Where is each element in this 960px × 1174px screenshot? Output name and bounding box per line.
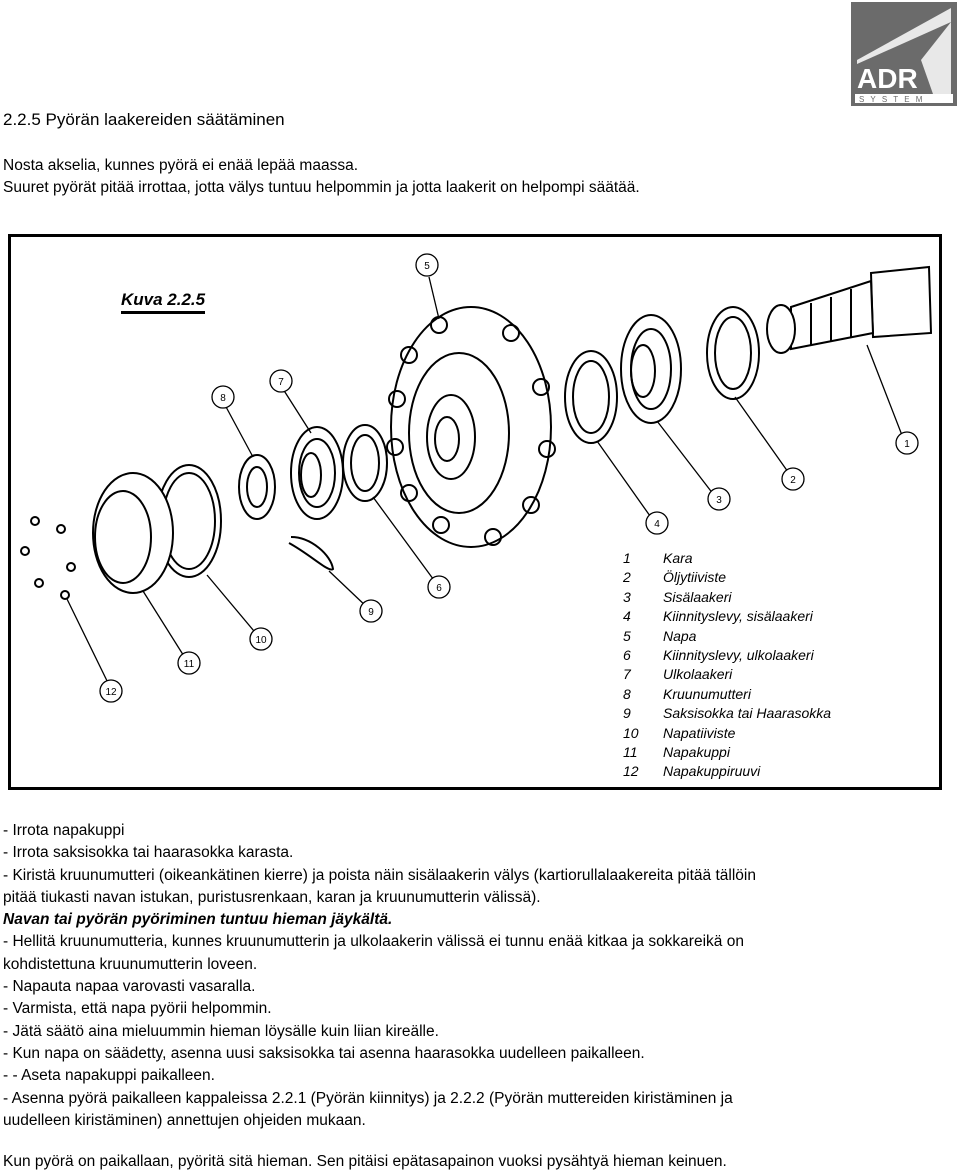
legend-num: 6 xyxy=(623,646,631,663)
callout-2: 2 xyxy=(790,475,796,486)
legend-num: 12 xyxy=(623,763,639,780)
legend-label: Napa xyxy=(663,627,697,644)
callout-5: 5 xyxy=(424,261,430,272)
legend-row: 3 Sisälaakeri xyxy=(623,588,831,607)
legend-row: 4 Kiinnityslevy, sisälaakeri xyxy=(623,607,831,626)
instruction-line: - Jätä säätö aina mieluummin hieman löys… xyxy=(3,1022,439,1040)
instruction-line: - - Aseta napakuppi paikalleen. xyxy=(3,1067,215,1085)
legend-label: Napakuppi xyxy=(663,743,730,760)
legend-row: 7 Ulkolaakeri xyxy=(623,665,831,684)
callout-4: 4 xyxy=(654,519,660,530)
legend-num: 3 xyxy=(623,588,631,605)
logo-text: ADR xyxy=(857,63,918,94)
instruction-line: - Irrota saksisokka tai haarasokka karas… xyxy=(3,844,294,862)
instruction-line: - Napauta napaa varovasti vasaralla. xyxy=(3,978,256,996)
legend-label: Kruunumutteri xyxy=(663,685,751,702)
legend-label: Kiinnityslevy, sisälaakeri xyxy=(663,608,813,625)
callout-3: 3 xyxy=(716,495,722,506)
legend-label: Sisälaakeri xyxy=(663,588,732,605)
legend-label: Napakuppiruuvi xyxy=(663,763,761,780)
legend-num: 5 xyxy=(623,627,631,644)
callout-12: 12 xyxy=(105,687,117,698)
legend-num: 10 xyxy=(623,724,639,741)
instruction-line: kohdistettuna kruunumutterin loveen. xyxy=(3,955,258,973)
intro-line-2: Suuret pyörät pitää irrottaa, jotta väly… xyxy=(3,179,640,196)
legend-num: 1 xyxy=(623,550,631,566)
callout-10: 10 xyxy=(255,635,267,646)
legend-label: Ulkolaakeri xyxy=(663,666,733,683)
instruction-line: pitää tiukasti navan istukan, puristusre… xyxy=(3,888,541,906)
footer-note: Kun pyörä on paikallaan, pyöritä sitä hi… xyxy=(3,1153,727,1170)
instruction-line: - Kiristä kruunumutteri (oikeankätinen k… xyxy=(3,866,756,884)
section-heading: 2.2.5 Pyörän laakereiden säätäminen xyxy=(3,110,285,129)
legend-row: 1 Kara xyxy=(623,549,831,568)
legend-num: 2 xyxy=(623,569,631,586)
instruction-line: - Kun napa on säädetty, asenna uusi saks… xyxy=(3,1044,645,1062)
legend-row: 5 Napa xyxy=(623,627,831,646)
legend-row: 10 Napatiiviste xyxy=(623,724,831,743)
instruction-line: uudelleen kiristäminen) annettujen ohjei… xyxy=(3,1111,366,1129)
instruction-line: - Varmista, että napa pyörii helpommin. xyxy=(3,1000,272,1018)
callout-9: 9 xyxy=(368,607,374,618)
legend-label: Kara xyxy=(663,550,693,566)
callout-8: 8 xyxy=(220,393,226,404)
diagram-drawing: 5 8 7 1 2 3 4 6 9 10 11 12 xyxy=(20,253,933,703)
legend-num: 9 xyxy=(623,705,631,722)
legend-num: 7 xyxy=(623,666,631,683)
legend-row: 2 Öljytiiviste xyxy=(623,568,831,587)
legend-row: 8 Kruunumutteri xyxy=(623,685,831,704)
legend-label: Napatiiviste xyxy=(663,724,736,741)
legend-row: 12 Napakuppiruuvi xyxy=(623,762,831,781)
legend-label: Öljytiiviste xyxy=(663,569,727,586)
legend-label: Kiinnityslevy, ulkolaakeri xyxy=(663,646,814,663)
adr-logo: ADR S Y S T E M xyxy=(851,2,957,106)
instruction-line: - Irrota napakuppi xyxy=(3,822,125,839)
instruction-line: - Hellitä kruunumutteria, kunnes kruunum… xyxy=(3,933,744,951)
instructions: - Irrota napakuppi - Irrota saksisokka t… xyxy=(3,820,953,1132)
figure-title: Kuva 2.2.5 xyxy=(121,289,206,314)
callout-6: 6 xyxy=(436,583,442,594)
legend-row: 11 Napakuppi xyxy=(623,743,831,762)
legend-num: 4 xyxy=(623,608,631,625)
intro-line-1: Nosta akselia, kunnes pyörä ei enää lepä… xyxy=(3,157,358,174)
instruction-line: - Asenna pyörä paikalleen kappaleissa 2.… xyxy=(3,1089,733,1107)
legend-num: 11 xyxy=(623,743,638,760)
legend-row: 9 Saksisokka tai Haarasokka xyxy=(623,704,831,723)
legend-label: Saksisokka tai Haarasokka xyxy=(663,705,832,722)
callout-7: 7 xyxy=(278,377,284,388)
legend-num: 8 xyxy=(623,685,631,702)
instruction-emphasis: Navan tai pyörän pyöriminen tuntuu hiema… xyxy=(3,911,393,929)
callout-11: 11 xyxy=(184,659,195,670)
callout-1: 1 xyxy=(904,439,910,450)
logo-subtext: S Y S T E M xyxy=(859,95,924,104)
legend-row: 6 Kiinnityslevy, ulkolaakeri xyxy=(623,646,831,665)
